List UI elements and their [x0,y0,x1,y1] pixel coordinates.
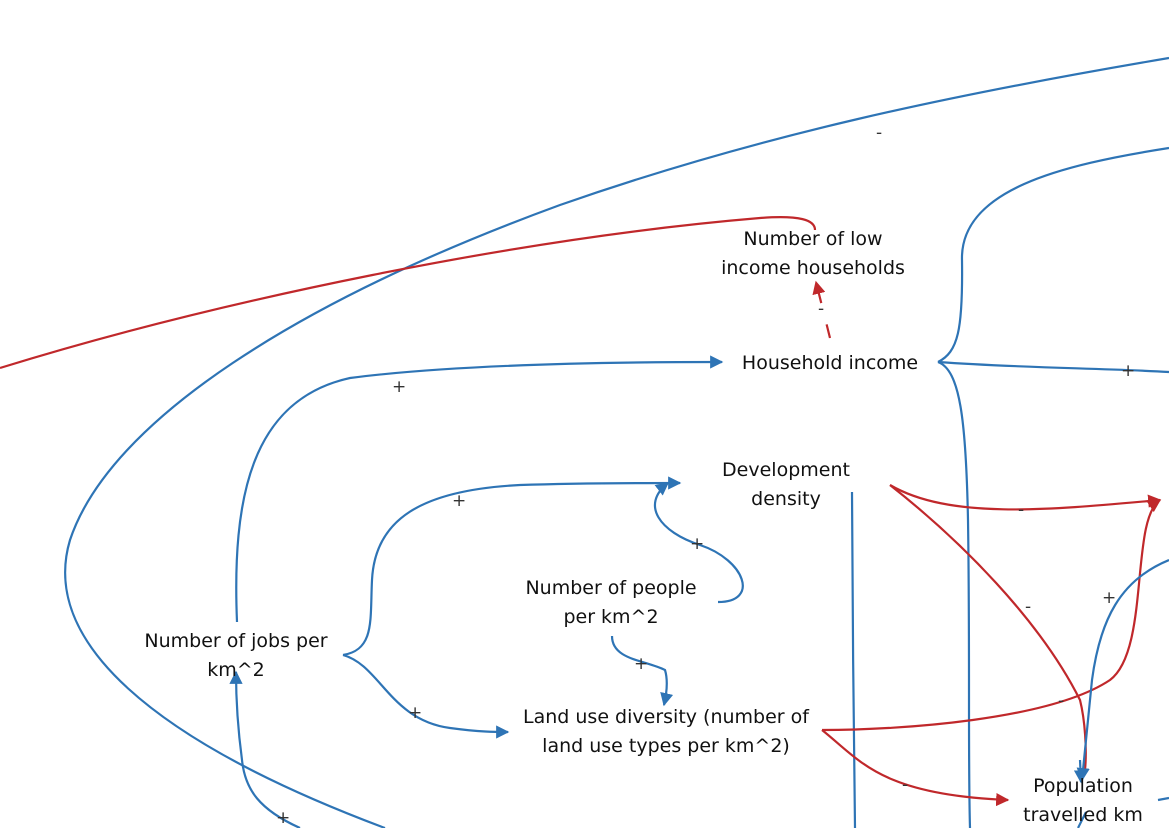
node-label-line1: Number of people [525,577,696,599]
node-population-travelled-km: Population travelled km [1023,775,1143,826]
node-jobs-per-km2: Number of jobs per km^2 [144,630,327,681]
link-big-arc [64,56,1169,828]
node-label-line1: Population [1033,775,1133,797]
sign-bottom-jobs: + [276,808,290,828]
node-land-use-diversity: Land use diversity (number of land use t… [523,706,810,757]
node-low-income-households: Number of low income households [721,228,905,279]
node-label-line2: km^2 [207,659,265,681]
node-development-density: Development density [722,459,850,510]
sign-jobs-density: + [452,491,466,511]
node-label-line1: Household income [742,352,918,374]
sign-density-right: - [1018,500,1024,520]
node-people-per-km2: Number of people per km^2 [525,577,696,628]
node-label-line2: per km^2 [563,606,658,628]
sign-landuse-right: - [1058,691,1064,711]
link-jobs-to-income [235,355,724,623]
sign-income-low-income: - [818,299,824,319]
node-label-line1: Number of low [743,228,882,250]
sign-jobs-income: + [392,377,406,397]
sign-people-landuse: + [634,654,648,674]
link-income-down [937,360,972,828]
sign-income-right: + [1121,361,1135,381]
link-landuse-to-population [821,729,1010,807]
link-population-bottom [1077,811,1087,828]
link-density-to-right [889,484,1162,511]
link-jobs-to-density [342,476,682,657]
node-label-line2: land use types per km^2) [542,735,790,757]
link-income-to-right [937,360,1169,374]
sign-right-population: + [1102,588,1116,608]
link-income-brace [937,146,1169,363]
node-label-line1: Land use diversity (number of [523,706,810,728]
sign-jobs-landuse: + [408,703,422,723]
sign-density-population: - [1025,597,1031,617]
link-jobs-to-landuse [342,653,510,739]
node-household-income: Household income [742,352,918,374]
sign-big-arc: - [876,123,882,143]
link-income-to-low-income [812,280,832,339]
node-label-line2: density [751,488,821,510]
link-to-low-income [0,216,817,370]
link-density-down [850,491,857,828]
node-label-line1: Development [722,459,850,481]
sign-people-density: + [690,534,704,554]
link-landuse-to-right [821,499,1162,732]
node-label-line2: travelled km [1023,804,1143,826]
link-density-to-population [889,484,1087,771]
link-population-right [1157,796,1169,802]
link-people-to-landuse [610,635,674,707]
link-bottom-to-jobs [229,670,301,828]
link-people-to-density [654,482,744,604]
link-right-to-population [1076,558,1169,782]
sign-landuse-population: - [902,775,908,795]
node-label-line1: Number of jobs per [144,630,327,652]
node-label-line2: income households [721,257,905,279]
